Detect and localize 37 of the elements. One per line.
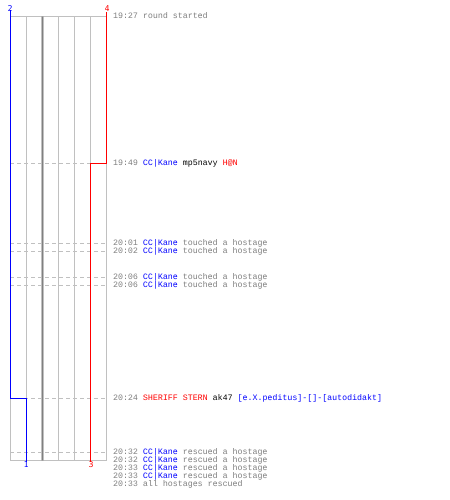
event-text: 20:06 (113, 272, 138, 282)
event-text: touched a hostage (182, 280, 268, 290)
event-text: CC|Kane (142, 246, 178, 256)
event-text: [e.X.peditus]-[]-[autodidakt] (238, 394, 382, 402)
event-text: rescued a hostage (182, 472, 268, 480)
event-text: 20:24 (113, 394, 138, 402)
event-text: 20:33 (113, 480, 138, 488)
event-text: CC|Kane (142, 272, 178, 282)
event-text: 20:02 (113, 246, 138, 256)
event-text: CC|Kane (142, 464, 178, 472)
event-text: SHERIFF STERN (142, 394, 208, 402)
event-text: 20:01 (113, 238, 138, 248)
event-text: mp5navy (182, 158, 218, 168)
event-text: CC|Kane (142, 456, 178, 464)
event-text: 19:27 (113, 12, 138, 20)
event-text: CC|Kane (142, 472, 178, 480)
event-text: CC|Kane (142, 238, 178, 248)
event-text: CC|Kane (142, 280, 178, 290)
event-text: all hostages rescued (142, 480, 242, 488)
event-text: ak47 (212, 394, 233, 402)
event-text: CC|Kane (142, 448, 178, 456)
player-count: 4 (104, 4, 110, 13)
event-text: round started (142, 12, 208, 20)
event-text: touched a hostage (182, 272, 268, 282)
event-text: rescued a hostage (182, 456, 268, 464)
event-text: 19:49 (113, 158, 138, 168)
event-text: rescued a hostage (182, 464, 268, 472)
event-text: H@N (222, 158, 238, 168)
event-text: 20:32 (113, 448, 138, 456)
event-text: 20:06 (113, 280, 138, 290)
event-text: CC|Kane (142, 158, 178, 168)
event-text: rescued a hostage (182, 448, 268, 456)
event-text: 20:32 (113, 456, 138, 464)
event-text: touched a hostage (182, 238, 268, 248)
event-text: 20:33 (113, 472, 138, 480)
event-text: touched a hostage (182, 246, 268, 256)
event-text: 20:33 (113, 464, 138, 472)
